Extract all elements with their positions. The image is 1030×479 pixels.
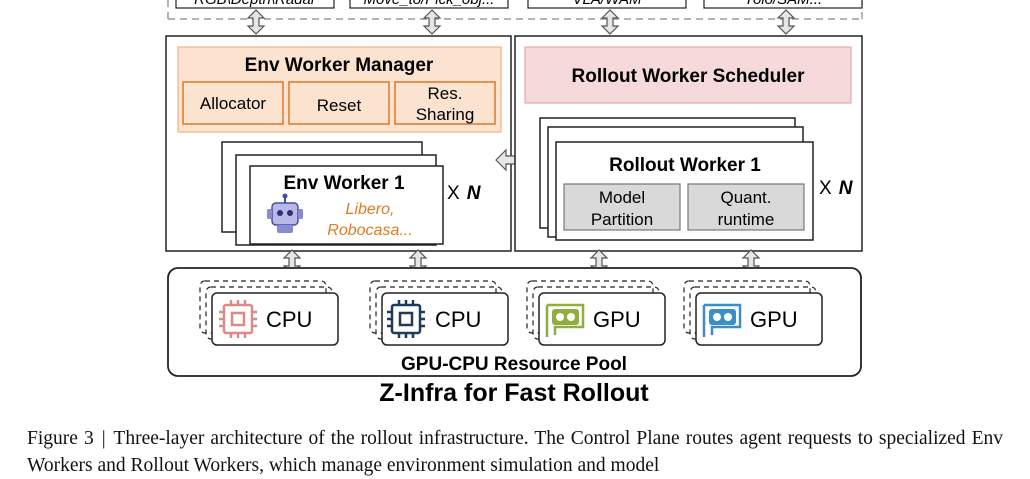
res-label: Res. xyxy=(428,84,463,103)
resource-label: CPU xyxy=(266,307,312,332)
resource-label: GPU xyxy=(750,307,798,332)
resource-label: CPU xyxy=(435,307,481,332)
gpu-icon xyxy=(702,303,742,337)
caption-text: Three-layer architecture of the rollout … xyxy=(27,428,1004,476)
model-partition-box xyxy=(563,183,681,231)
reset-label: Reset xyxy=(317,96,362,115)
allocator-label: Allocator xyxy=(200,94,266,113)
gpu-icon xyxy=(545,303,585,337)
interface-box xyxy=(703,0,863,9)
resource-pool: CPU CPU GPU GPU xyxy=(167,267,862,377)
caption-label: Figure 3 xyxy=(27,428,94,449)
rollout-panel: Rollout Worker Scheduler Rollout Worker … xyxy=(514,35,863,252)
env-worker-title: Env Worker 1 xyxy=(283,173,405,194)
simulator-names-line2: Robocasa... xyxy=(327,222,412,239)
cpu-icon xyxy=(219,300,257,338)
resource-pool-label: GPU-CPU Resource Pool xyxy=(401,354,627,375)
vertical-arrow xyxy=(601,9,619,35)
allocator-box xyxy=(182,81,284,125)
rollout-scheduler-box xyxy=(524,46,852,104)
interface-label: Move_to/Pick_obj... xyxy=(364,0,495,8)
rollout-worker-title: Rollout Worker 1 xyxy=(609,155,761,176)
simulator-names-line1: Libero, xyxy=(346,201,395,218)
model-partition-line1: Model xyxy=(599,188,645,207)
interface-label: Yolo/SAM... xyxy=(744,0,822,8)
reset-box xyxy=(288,81,390,125)
sharing-label: Sharing xyxy=(416,105,475,124)
robot-icon xyxy=(267,193,303,233)
env-panel: Env Worker Manager Allocator Reset Res. … xyxy=(165,35,512,252)
interface-box xyxy=(349,0,509,9)
resource-label: GPU xyxy=(593,307,641,332)
model-partition-line2: Partition xyxy=(591,210,653,229)
quant-runtime-box xyxy=(687,183,805,231)
quant-runtime-line1: Quant. xyxy=(720,188,771,207)
caption-separator: | xyxy=(101,428,106,449)
res-sharing-box xyxy=(394,81,496,125)
figure-caption: Figure 3 | Three-layer architecture of t… xyxy=(27,425,1003,479)
vertical-arrow xyxy=(777,9,795,35)
interface-box xyxy=(527,0,687,9)
vertical-arrow xyxy=(423,9,441,35)
diagram-title: Z-Infra for Fast Rollout xyxy=(379,379,649,407)
rollout-scheduler-title: Rollout Worker Scheduler xyxy=(572,66,806,87)
cpu-icon xyxy=(387,300,425,338)
quant-runtime-line2: runtime xyxy=(718,210,775,229)
interface-label: VLA/WAM xyxy=(573,0,642,8)
vertical-arrow xyxy=(247,9,265,35)
resource-pool-frame xyxy=(167,267,862,377)
architecture-diagram: RGB\Depth\Radar Move_to/Pick_obj... VLA/… xyxy=(165,0,863,407)
env-manager-title: Env Worker Manager xyxy=(245,55,434,76)
interface-label: RGB\Depth\Radar xyxy=(194,0,317,8)
interface-box xyxy=(175,0,335,9)
control-plane-layer: RGB\Depth\Radar Move_to/Pick_obj... VLA/… xyxy=(167,0,863,35)
